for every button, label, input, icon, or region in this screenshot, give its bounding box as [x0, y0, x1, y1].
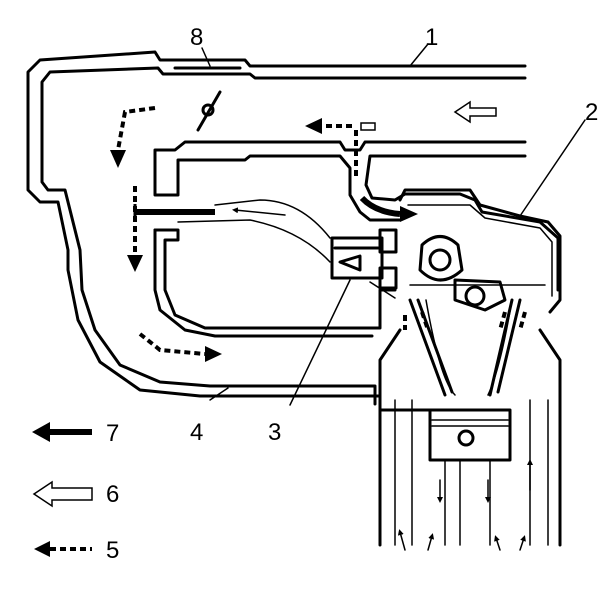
blow-by-hose: [177, 199, 331, 263]
callout-8: 8: [190, 24, 203, 51]
legend-item-dashed: 5: [34, 537, 119, 564]
intake-air-hollow-arrow: [453, 100, 497, 124]
inner-intake-runner: [153, 140, 560, 338]
callout-2: 2: [585, 99, 598, 126]
engine-block: [378, 298, 562, 547]
legend-number-6: 6: [106, 481, 119, 508]
callout-1: 1: [425, 24, 438, 51]
legend-item-solid: 7: [32, 420, 119, 447]
legend-number-5: 5: [106, 537, 119, 564]
callout-4: 4: [190, 419, 203, 446]
fresh-air-flow-arrows: [133, 195, 418, 299]
blow-by-flow-arrows: [110, 106, 527, 362]
engine-flow-arrows: [397, 459, 533, 551]
legend-number-7: 7: [106, 420, 119, 447]
legend: 7 6 5: [32, 420, 119, 564]
throttle-valve: [196, 90, 222, 132]
callout-leader-lines: [201, 43, 586, 406]
legend-item-hollow: 6: [32, 480, 119, 508]
outer-intake-duct: [26, 50, 527, 412]
pcv-valve-assembly: [330, 228, 398, 290]
hollow-arrow-icon: [32, 480, 93, 508]
callout-3: 3: [268, 419, 281, 446]
camshaft-assembly: [409, 235, 546, 312]
